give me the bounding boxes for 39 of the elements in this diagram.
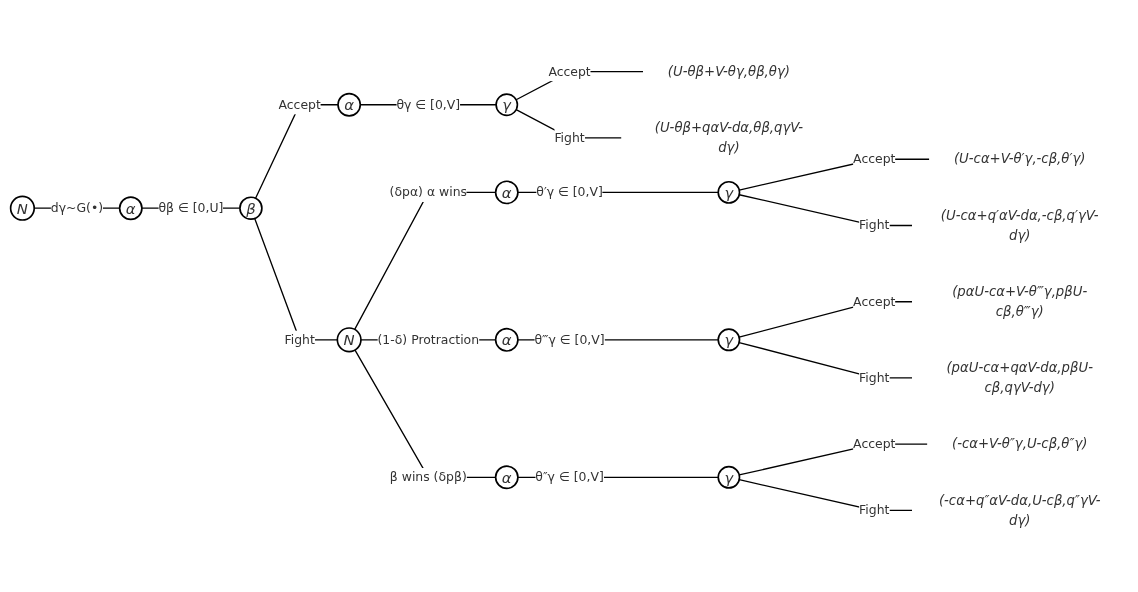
edge-label: Fight [859,370,890,386]
node-circle: γ [717,180,741,204]
edge-label: θ″γ ∈ [0,V] [535,469,604,485]
node-text: (pαU-cα+qαV-dα,pβU-cβ,qγV-dγ) [946,359,1093,396]
node-circle: N [9,195,36,221]
edge-label: Accept [853,151,896,167]
edge-label: Fight [554,130,585,146]
node-text: (U-cα+q′αV-dα,-cβ,q′γV-dγ) [940,207,1099,243]
node-circle: β [239,196,263,220]
edge-label: θβ ∈ [0,U] [158,200,224,216]
node-text: (pαU-cα+V-θ‴γ,pβU-cβ,θ‴γ) [952,283,1088,320]
edge-label: θ′γ ∈ [0,V] [536,184,603,200]
node-circle: γ [495,93,519,117]
edge-label: Accept [278,97,321,112]
edge-label: θγ ∈ [0,V] [396,97,461,112]
edge-label: β wins (δpβ) [389,469,467,485]
node-circle: γ [717,328,741,352]
node-circle: α [118,196,143,221]
node-circle: N [336,327,362,353]
edge-label: dγ~G(•) [50,200,104,216]
node-circle: α [494,180,519,205]
edge-label: Fight [284,332,315,348]
node-text: (-cα+V-θ″γ,U-cβ,θ″γ) [952,435,1088,452]
node-circle: γ [717,465,741,489]
edge-label: (1-δ) Protraction [377,332,480,348]
node-text: (U-θβ+qαV-dα,θβ,qγV-dγ) [654,119,804,156]
edge-label: θ‴γ ∈ [0,V] [534,332,605,348]
edge-label: Fight [859,217,890,233]
edge-label: Accept [853,294,896,309]
node-text: (-cα+q″αV-dα,U-cβ,q″γV-dγ) [938,492,1101,528]
edge-label: (δpα) α wins [389,184,467,200]
edge-label: Accept [548,63,591,79]
node-text: (U-cα+V-θ′γ,-cβ,θ′γ) [953,150,1086,167]
node-circle: α [494,465,519,490]
node-text: (U-θβ+V-θγ,θβ,θγ) [667,63,790,80]
edge-label: Fight [859,502,890,518]
node-circle: α [337,92,362,117]
node-circle: α [494,327,519,352]
edge-label: Accept [853,436,896,452]
